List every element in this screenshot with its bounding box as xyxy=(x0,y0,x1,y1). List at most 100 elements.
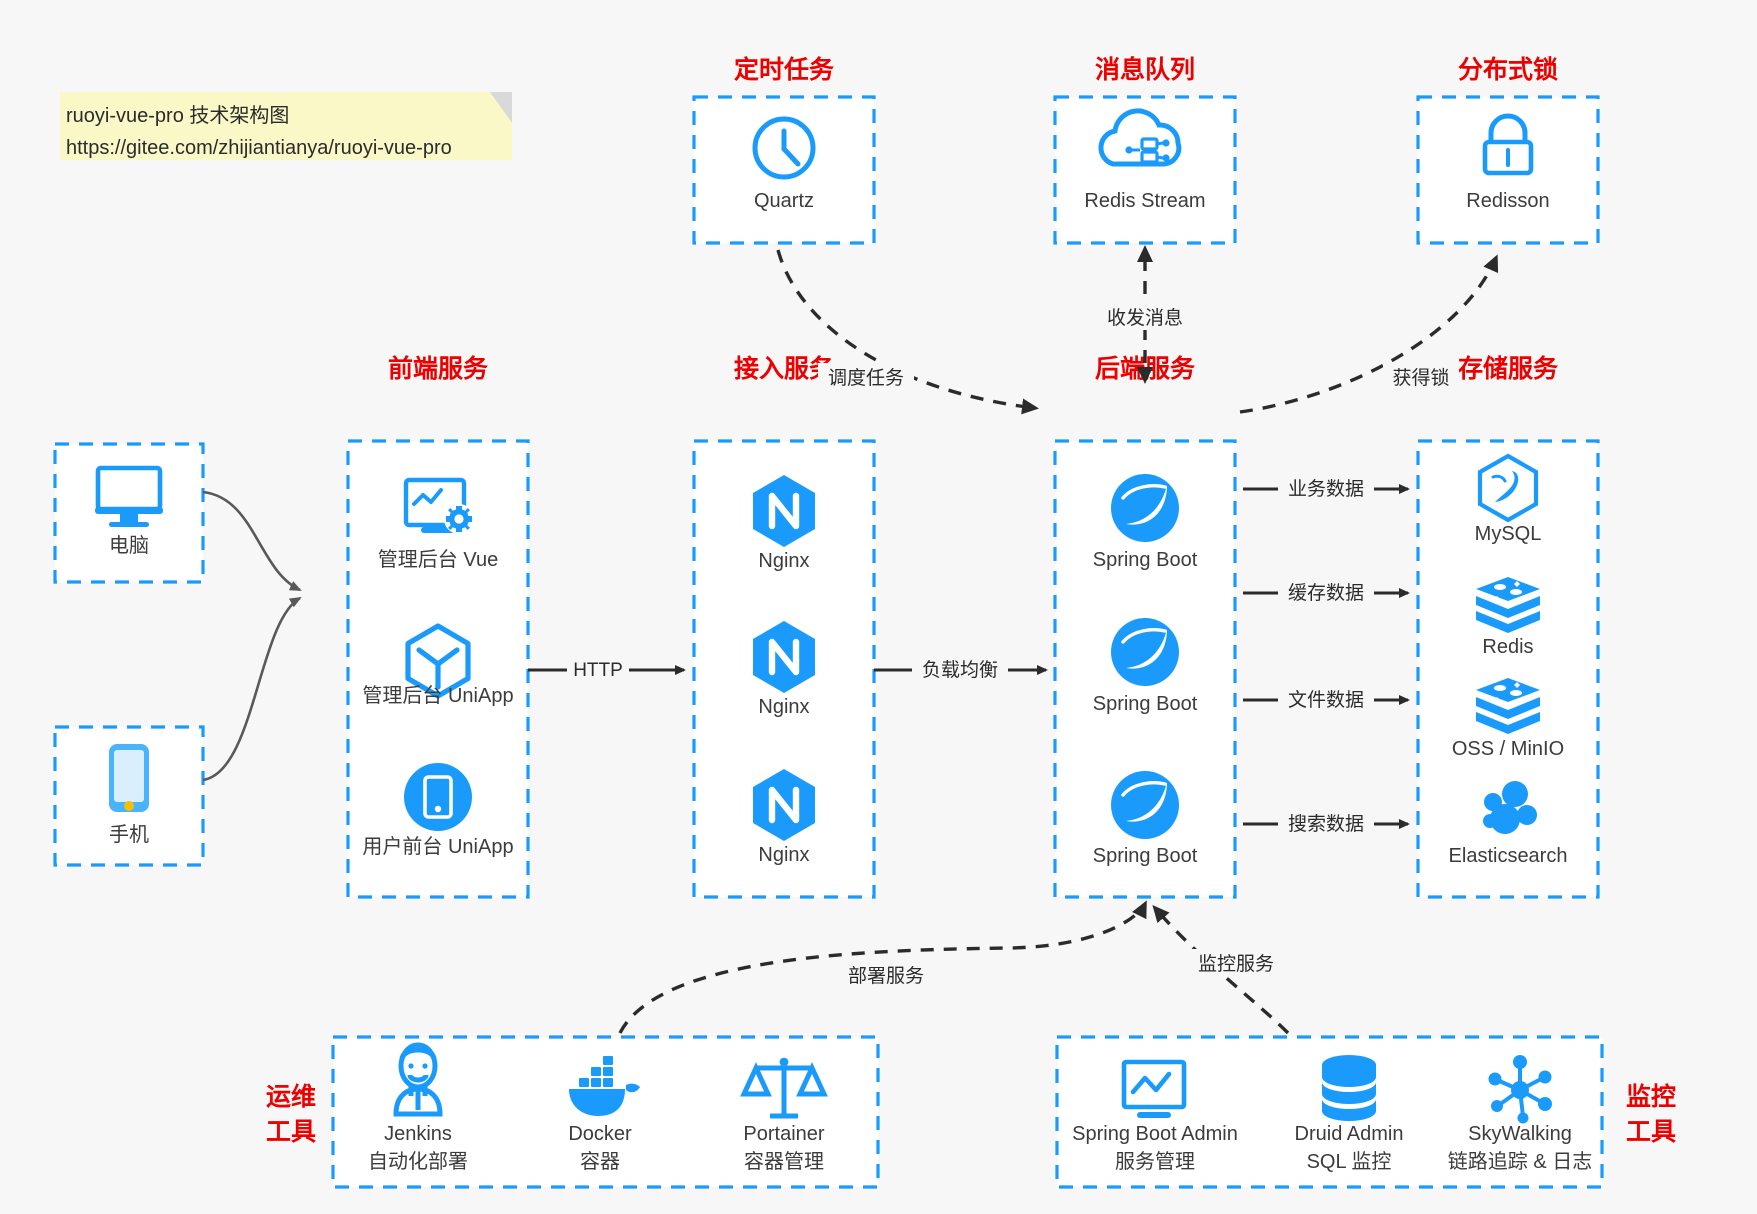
scales-balance-icon xyxy=(740,1057,828,1119)
note-line-2: https://gitee.com/zhijiantianya/ruoyi-vu… xyxy=(66,137,452,159)
note-line-1: ruoyi-vue-pro 技术架构图 xyxy=(66,104,289,127)
mobile-circle-icon xyxy=(404,763,472,831)
edge-desktop-to-frontend xyxy=(202,490,302,592)
mysql-dolphin-icon xyxy=(1477,453,1539,523)
node-docker[interactable]: Docker 容器 xyxy=(568,1056,640,1173)
lock-icon xyxy=(1482,113,1534,176)
group-title-monitor-tools-line1: 监控 xyxy=(1626,1083,1676,1111)
node-skywalking[interactable]: SkyWalking 链路追踪 & 日志 xyxy=(1448,1055,1592,1173)
node-desktop[interactable]: 电脑 xyxy=(95,465,163,557)
group-title-ops-tools-line1: 运维 xyxy=(266,1082,316,1111)
node-label-springboot-3: Spring Boot xyxy=(1093,845,1198,867)
node-springboot-1[interactable]: Spring Boot xyxy=(1093,474,1198,571)
group-title-frontend: 前端服务 xyxy=(388,354,488,383)
node-sub-spring-boot-admin: 服务管理 xyxy=(1115,1150,1195,1173)
node-label-quartz: Quartz xyxy=(754,190,814,212)
node-nginx-2[interactable]: Nginx xyxy=(753,621,815,718)
node-nginx-3[interactable]: Nginx xyxy=(753,769,815,866)
node-label-springboot-1: Spring Boot xyxy=(1093,549,1198,571)
node-redisson[interactable]: Redisson xyxy=(1466,113,1550,212)
edge-label-acquire-lock: 获得锁 xyxy=(1392,367,1449,389)
edge-acquire-lock: 获得锁 xyxy=(1239,254,1499,414)
node-label-docker: Docker xyxy=(568,1123,632,1145)
dashboard-gear-icon xyxy=(403,477,474,534)
node-springboot-2[interactable]: Spring Boot xyxy=(1093,618,1198,715)
group-box-distributed-lock[interactable] xyxy=(1416,95,1600,245)
edge-business-data: 业务数据 xyxy=(1243,474,1410,501)
node-mysql[interactable]: MySQL xyxy=(1475,453,1542,545)
elasticsearch-icon xyxy=(1483,781,1537,834)
edge-schedule-task: 调度任务 xyxy=(776,249,1039,415)
edge-label-http: HTTP xyxy=(573,660,623,681)
note-card: ruoyi-vue-pro 技术架构图 https://gitee.com/zh… xyxy=(60,92,512,160)
node-quartz[interactable]: Quartz xyxy=(752,116,816,212)
group-title-message-queue: 消息队列 xyxy=(1095,55,1195,84)
node-label-redis: Redis xyxy=(1482,636,1533,658)
edge-label-cache-data: 缓存数据 xyxy=(1288,582,1364,604)
node-portainer[interactable]: Portainer 容器管理 xyxy=(740,1057,828,1173)
edge-label-file-data: 文件数据 xyxy=(1288,689,1364,711)
monitor-chart-icon xyxy=(1121,1059,1187,1118)
node-label-oss-minio: OSS / MinIO xyxy=(1452,738,1564,760)
node-label-mobile: 手机 xyxy=(109,823,149,846)
node-sub-jenkins: 自动化部署 xyxy=(368,1150,468,1173)
edge-label-business-data: 业务数据 xyxy=(1288,478,1364,500)
group-title-storage: 存储服务 xyxy=(1458,354,1558,383)
node-label-springboot-2: Spring Boot xyxy=(1093,693,1198,715)
edge-label-schedule-task: 调度任务 xyxy=(828,367,904,389)
node-nginx-1[interactable]: Nginx xyxy=(753,475,815,572)
node-admin-vue[interactable]: 管理后台 Vue xyxy=(378,477,498,571)
nginx-icon xyxy=(753,475,815,547)
node-label-skywalking: SkyWalking xyxy=(1468,1123,1572,1145)
node-label-nginx-2: Nginx xyxy=(758,696,809,718)
edge-file-data: 文件数据 xyxy=(1243,685,1410,712)
edge-label-search-data: 搜索数据 xyxy=(1288,813,1364,835)
node-jenkins[interactable]: Jenkins 自动化部署 xyxy=(368,1042,468,1173)
database-cylinder-icon xyxy=(1322,1055,1376,1121)
hexagon-cube-icon xyxy=(405,623,471,699)
jenkins-butler-icon xyxy=(393,1042,443,1117)
node-label-user-uniapp: 用户前台 UniApp xyxy=(362,835,513,858)
edge-label-load-balance: 负载均衡 xyxy=(922,659,998,681)
node-springboot-3[interactable]: Spring Boot xyxy=(1093,771,1198,867)
node-label-admin-vue: 管理后台 Vue xyxy=(378,548,498,571)
group-title-gateway: 接入服务 xyxy=(734,355,834,383)
node-spring-boot-admin[interactable]: Spring Boot Admin 服务管理 xyxy=(1072,1059,1238,1173)
spring-boot-icon xyxy=(1111,618,1179,686)
node-user-uniapp[interactable]: 用户前台 UniApp xyxy=(362,763,514,858)
node-label-spring-boot-admin: Spring Boot Admin xyxy=(1072,1123,1238,1145)
nginx-icon xyxy=(753,769,815,841)
node-sub-docker: 容器 xyxy=(580,1150,620,1173)
nginx-icon xyxy=(753,621,815,693)
node-redis[interactable]: Redis xyxy=(1476,577,1540,658)
skywalking-node-icon xyxy=(1488,1055,1552,1124)
group-box-message-queue[interactable] xyxy=(1053,95,1237,245)
node-sub-druid-admin: SQL 监控 xyxy=(1307,1150,1392,1173)
group-title-distributed-lock: 分布式锁 xyxy=(1458,55,1558,84)
node-label-redis-stream: Redis Stream xyxy=(1084,190,1205,212)
node-label-elasticsearch: Elasticsearch xyxy=(1449,845,1568,867)
node-label-nginx-1: Nginx xyxy=(758,550,809,572)
edge-label-deploy-service: 部署服务 xyxy=(848,965,924,987)
node-mobile[interactable]: 手机 xyxy=(109,744,149,846)
node-druid-admin[interactable]: Druid Admin SQL 监控 xyxy=(1295,1055,1404,1173)
node-oss-minio[interactable]: OSS / MinIO xyxy=(1452,678,1564,760)
node-label-redisson: Redisson xyxy=(1466,190,1549,212)
node-elasticsearch[interactable]: Elasticsearch xyxy=(1449,781,1568,867)
spring-boot-icon xyxy=(1111,771,1179,839)
spring-boot-icon xyxy=(1111,474,1179,542)
node-label-admin-uniapp: 管理后台 UniApp xyxy=(362,684,513,707)
cloud-network-icon xyxy=(1098,108,1182,167)
edge-http: HTTP xyxy=(528,655,686,682)
node-label-desktop: 电脑 xyxy=(109,534,149,557)
node-redis-stream[interactable]: Redis Stream xyxy=(1084,108,1206,212)
group-title-monitor-tools-line2: 工具 xyxy=(1626,1118,1676,1146)
edge-search-data: 搜索数据 xyxy=(1243,809,1410,836)
node-label-nginx-3: Nginx xyxy=(758,844,809,866)
node-label-druid-admin: Druid Admin xyxy=(1295,1123,1404,1145)
node-admin-uniapp[interactable]: 管理后台 UniApp xyxy=(362,623,514,707)
node-label-jenkins: Jenkins xyxy=(384,1123,452,1145)
node-sub-skywalking: 链路追踪 & 日志 xyxy=(1448,1150,1592,1173)
group-title-ops-tools-line2: 工具 xyxy=(266,1118,316,1146)
